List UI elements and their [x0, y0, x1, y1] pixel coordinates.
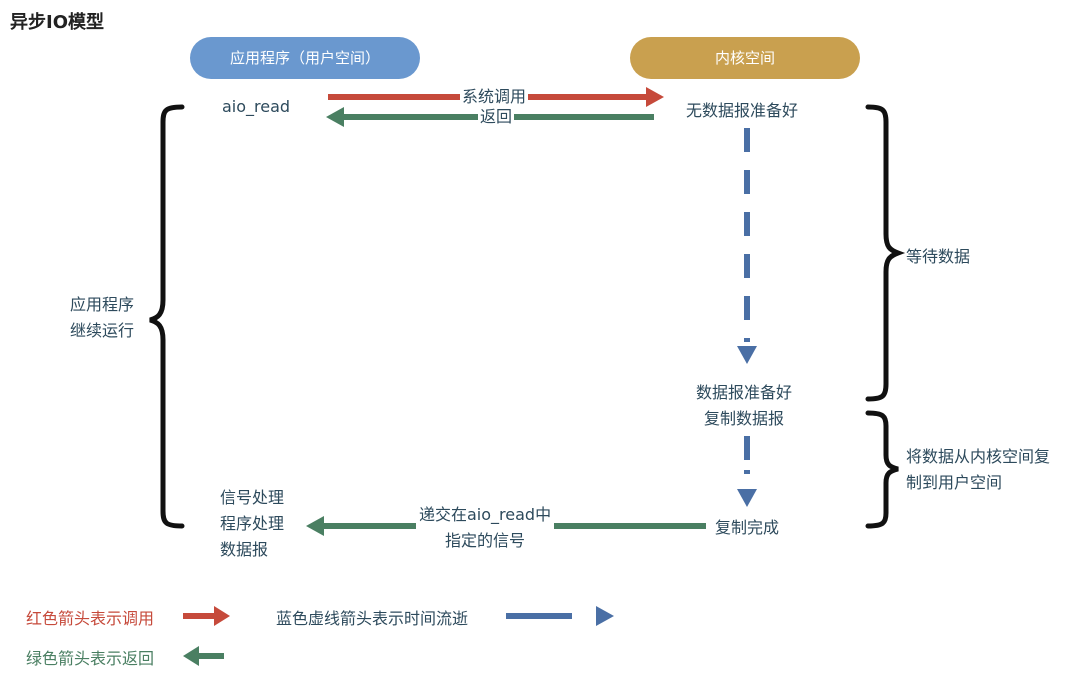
- legend-blue-text: 蓝色虚线箭头表示时间流逝: [276, 609, 469, 628]
- return-label: 返回: [478, 107, 515, 126]
- datagram-ready-label: 数据报准备好 复制数据报: [696, 380, 792, 432]
- diagram-title: 异步IO模型: [10, 12, 104, 33]
- copy-done-label: 复制完成: [715, 518, 780, 537]
- datagram-ready-line-2: 复制数据报: [704, 409, 785, 428]
- legend-red-text: 红色箭头表示调用: [26, 609, 155, 628]
- waiting-data-label: 等待数据: [906, 247, 971, 266]
- legend-red-arrow: [183, 606, 230, 626]
- kernel-space-pill: 内核空间: [630, 37, 860, 79]
- signal-handling-label: 信号处理 程序处理 数据报: [220, 485, 284, 563]
- aio-read-label: aio_read: [222, 97, 291, 116]
- copy-to-user-line-1: 将数据从内核空间复: [906, 447, 1051, 466]
- datagram-ready-line-1: 数据报准备好: [696, 383, 793, 402]
- deliver-signal-label: 递交在aio_read中 指定的信号: [416, 502, 555, 554]
- app-continue-line-2: 继续运行: [70, 321, 135, 340]
- time-arrow-copy: [737, 436, 757, 507]
- signal-handling-line-2: 程序处理: [220, 514, 285, 533]
- legend-blue-arrow: [506, 606, 614, 626]
- deliver-signal-line-1: 递交在aio_read中: [419, 505, 552, 524]
- deliver-signal-line-2: 指定的信号: [445, 531, 526, 550]
- right-brace-wait: [865, 104, 906, 402]
- copy-to-user-line-2: 制到用户空间: [906, 473, 1003, 492]
- app-space-pill: 应用程序（用户空间）: [190, 37, 420, 79]
- app-continue-label: 应用程序 继续运行: [70, 292, 134, 344]
- time-arrow-wait: [737, 128, 757, 364]
- legend-green-arrow: [183, 646, 224, 666]
- copy-to-user-label: 将数据从内核空间复 制到用户空间: [906, 444, 1050, 496]
- signal-handling-line-1: 信号处理: [220, 488, 285, 507]
- signal-handling-line-3: 数据报: [220, 540, 269, 559]
- legend-green-text: 绿色箭头表示返回: [26, 649, 155, 668]
- right-brace-copy: [865, 410, 899, 529]
- syscall-label: 系统调用: [460, 87, 529, 106]
- no-data-ready-label: 无数据报准备好: [686, 101, 799, 120]
- left-brace: [149, 104, 185, 529]
- app-continue-line-1: 应用程序: [70, 295, 135, 314]
